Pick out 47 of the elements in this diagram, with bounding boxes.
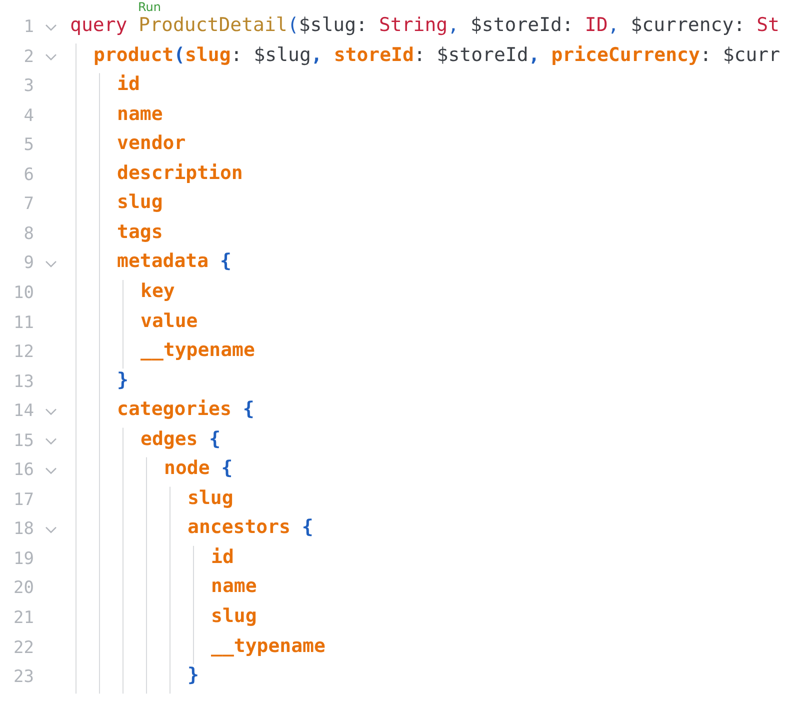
code-line: value — [140, 310, 198, 332]
code-line: tags — [117, 220, 163, 243]
line-number: 3 — [22, 76, 34, 96]
run-link: Run — [138, 0, 162, 14]
code-line: slug — [188, 486, 234, 509]
line-number: 11 — [12, 312, 34, 332]
line-number: 17 — [12, 490, 34, 510]
code-line: metadata { — [117, 250, 232, 272]
code-line: vendor — [117, 132, 186, 154]
line-number: 4 — [22, 106, 34, 126]
code-line: name — [117, 102, 163, 125]
line-number: 15 — [12, 430, 34, 451]
line-number: 6 — [22, 164, 34, 185]
code-line: slug — [211, 605, 257, 627]
line-number: 1 — [22, 17, 34, 37]
code-line: ancestors { — [188, 516, 314, 538]
line-number: 7 — [22, 194, 34, 214]
code-line: product(slug: $slug, storeId: $storeId, priceCurrency: $curr — [94, 44, 780, 66]
code-line: id — [117, 73, 140, 96]
line-number: 5 — [22, 135, 34, 156]
code-line: categories { — [117, 398, 254, 420]
line-number: 10 — [12, 282, 34, 303]
line-number: 16 — [12, 460, 34, 480]
code-line: slug — [117, 191, 163, 214]
line-number: 23 — [12, 667, 34, 688]
code-line: edges { — [140, 428, 221, 450]
line-number: 19 — [12, 548, 34, 569]
code-line: node { — [164, 457, 233, 480]
line-number: 14 — [12, 401, 34, 422]
code-line: key — [140, 280, 175, 302]
line-number: 13 — [12, 372, 34, 392]
code-line: name — [211, 575, 257, 598]
code-line: __typename — [140, 339, 255, 362]
code-line: query ProductDetail($slug: String, $storeId: ID, $currency: St — [70, 14, 780, 36]
line-number: 20 — [12, 578, 34, 598]
line-number: 2 — [22, 46, 34, 67]
line-number: 22 — [12, 638, 34, 658]
line-number: 21 — [12, 608, 34, 628]
line-number: 12 — [12, 342, 34, 362]
code-line: } — [188, 664, 199, 686]
line-number: 18 — [12, 519, 34, 540]
code-line: description — [117, 162, 243, 184]
code-line: __typename — [211, 634, 326, 657]
code-line: id — [211, 546, 234, 568]
line-number: 9 — [22, 253, 34, 274]
code-line: } — [117, 368, 128, 391]
line-number: 8 — [22, 224, 34, 244]
